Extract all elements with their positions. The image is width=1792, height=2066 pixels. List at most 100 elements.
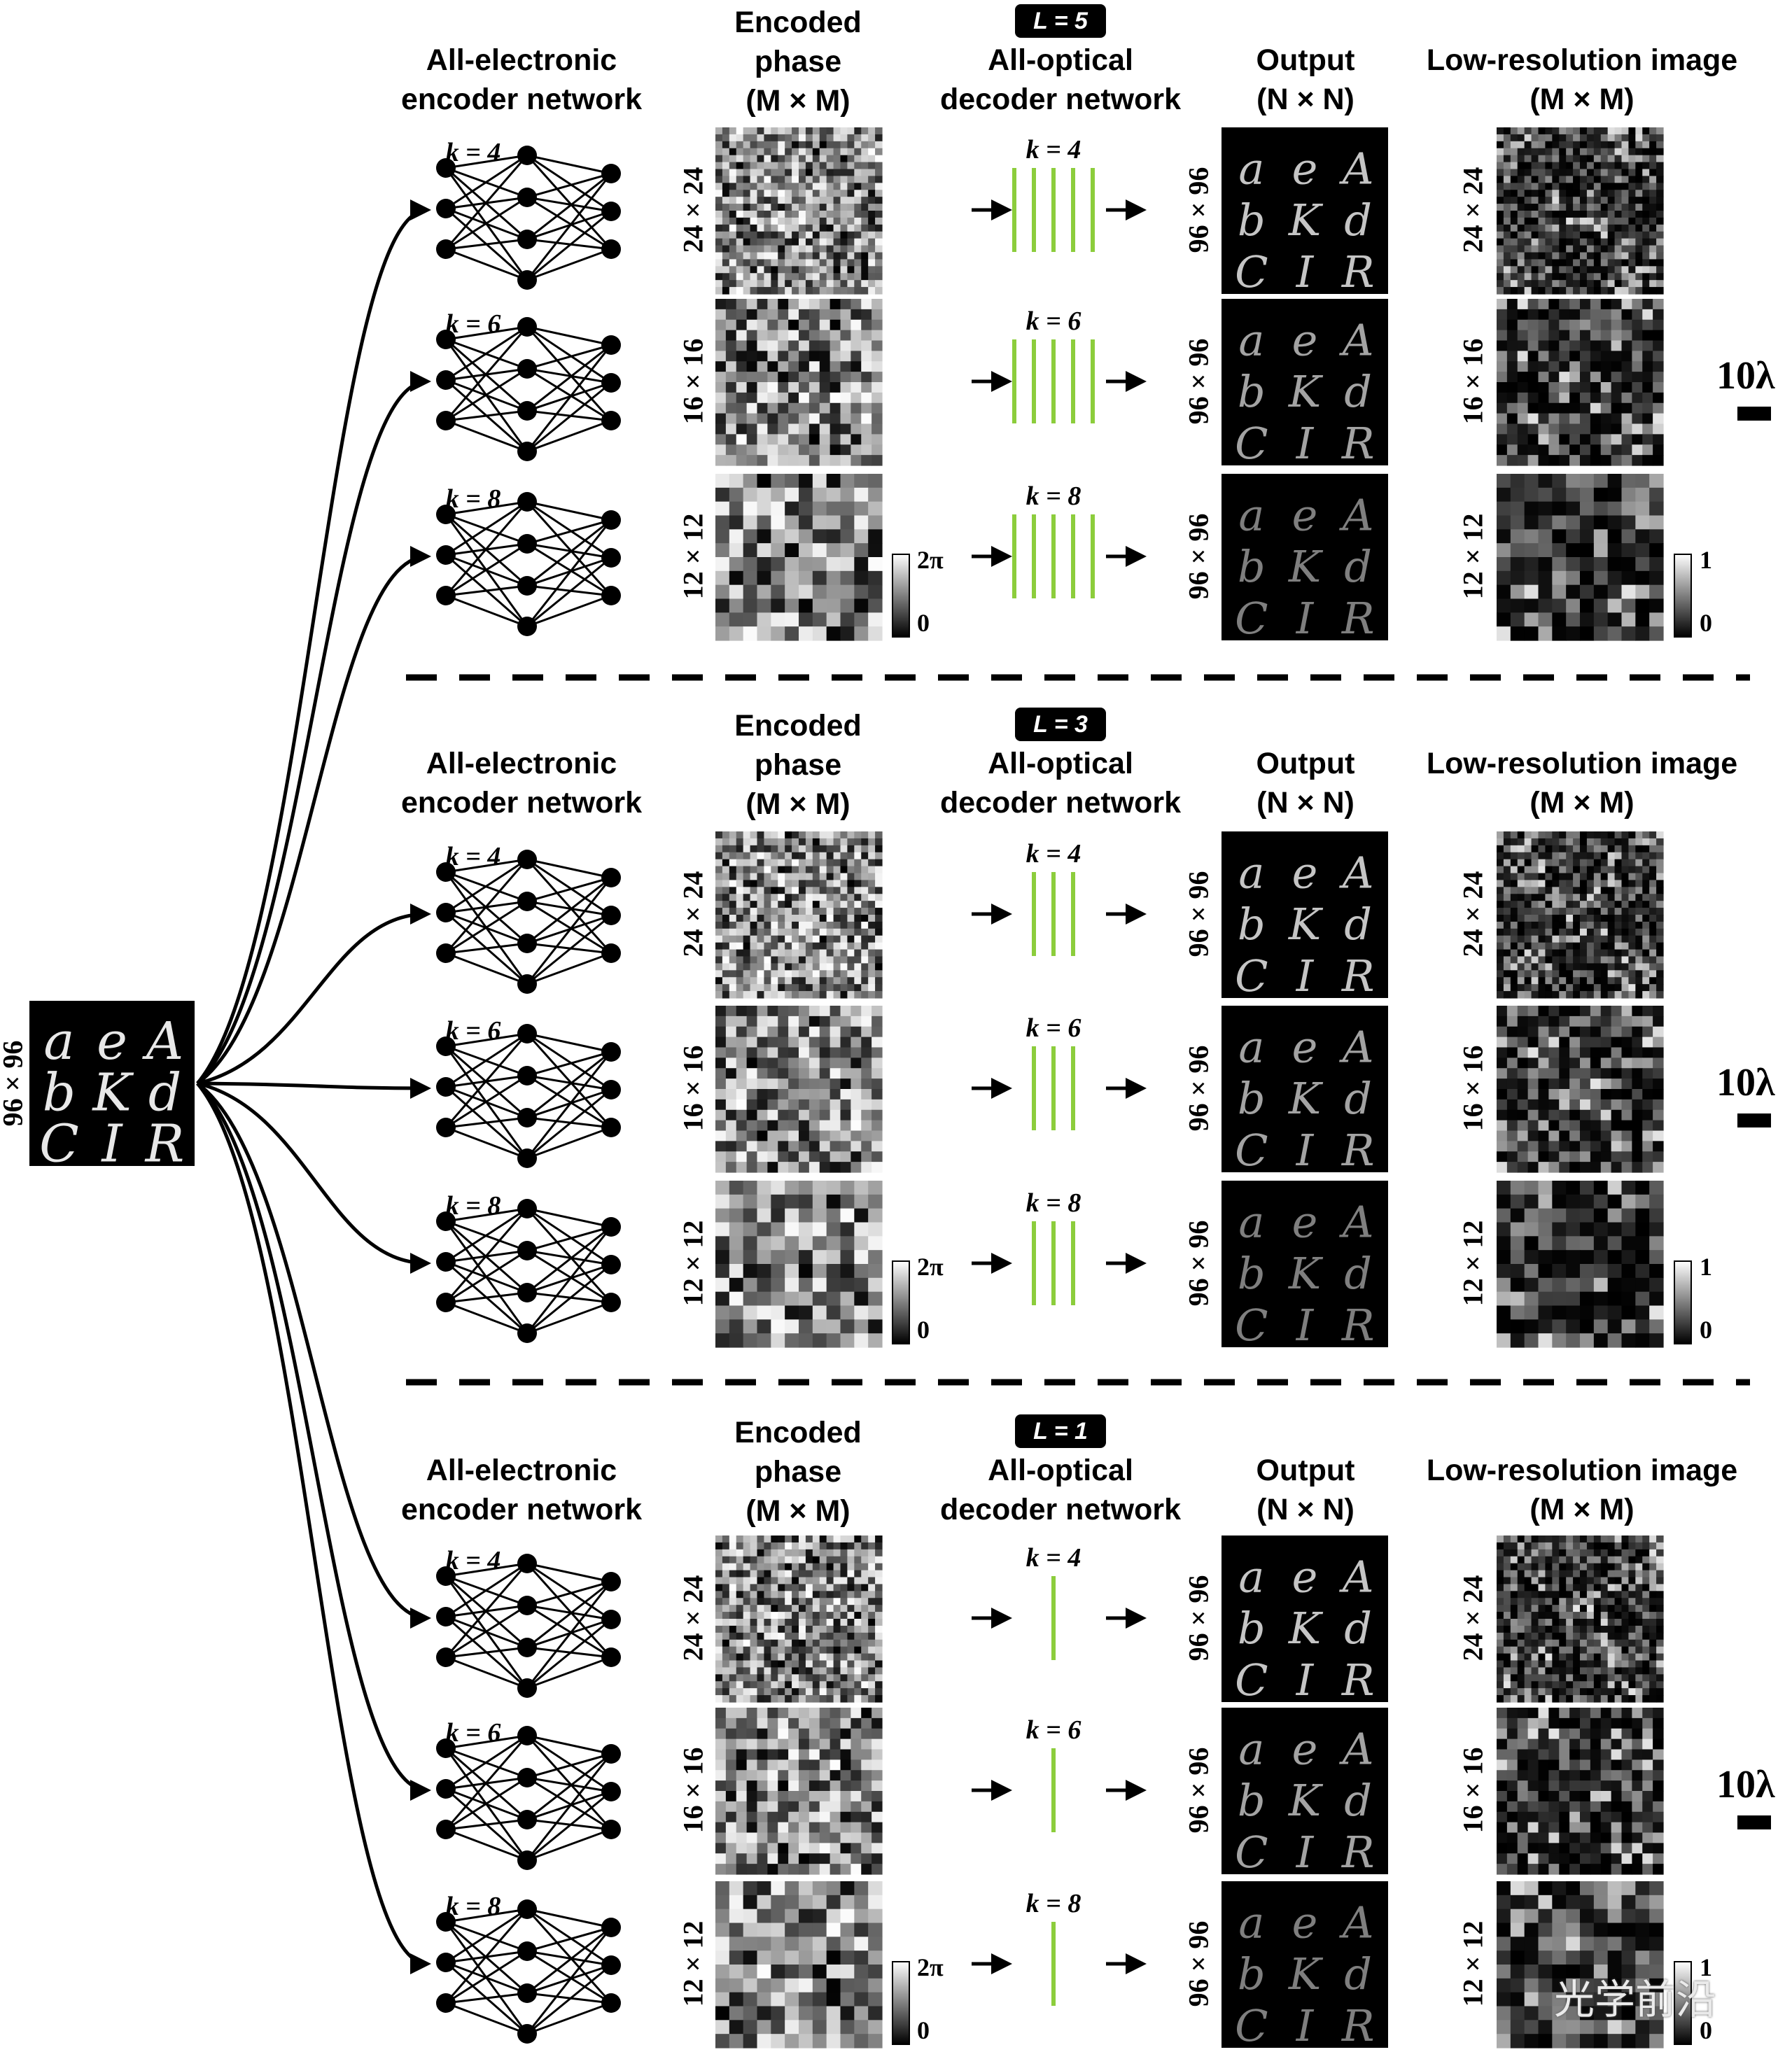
encoder-k-label: k = 6 — [445, 1718, 501, 1748]
phase-colorbar — [892, 1961, 910, 2045]
neuron — [517, 617, 537, 636]
encoder-k-label: k = 6 — [445, 309, 501, 339]
connection — [526, 900, 612, 917]
connection — [445, 154, 528, 169]
glyph: A — [142, 1011, 183, 1071]
decoder-k-label: k = 6 — [1026, 1715, 1082, 1745]
neuron — [601, 1118, 621, 1137]
phase-colorbar-min: 0 — [917, 2016, 930, 2044]
glyph: C — [1235, 246, 1268, 297]
connection — [444, 1563, 528, 1658]
connection — [445, 1126, 528, 1160]
neuron — [601, 510, 621, 530]
connection — [526, 1263, 612, 1335]
connection — [445, 1562, 528, 1577]
glyph: K — [1288, 1603, 1324, 1654]
connection — [444, 155, 528, 250]
glyph: a — [1238, 1196, 1264, 1247]
low-resolution-image — [1497, 1881, 1664, 2049]
connection — [526, 1074, 612, 1129]
encoded-phase-map — [715, 127, 883, 295]
glyph: A — [1339, 143, 1374, 194]
neuron — [436, 1953, 456, 1972]
connection — [445, 1207, 528, 1263]
phase-colorbar — [892, 554, 910, 638]
branch-arrow — [196, 1082, 431, 1801]
connection — [526, 1776, 612, 1831]
connection — [445, 1562, 528, 1618]
glyph: a — [43, 1011, 74, 1071]
neuron — [601, 906, 621, 925]
neuron — [517, 534, 537, 554]
connection — [526, 556, 612, 628]
phase-size-label: 24 × 24 — [677, 871, 709, 957]
glyph: C — [1235, 2000, 1268, 2051]
neuron — [517, 1638, 537, 1657]
connection — [445, 419, 528, 453]
glyph: R — [1341, 418, 1375, 469]
connection — [526, 1088, 612, 1160]
connection — [526, 1032, 612, 1129]
branch-arrow — [196, 371, 431, 1085]
neuron — [601, 1918, 621, 1937]
header-lowres: Low-resolution image (M × M) — [1426, 747, 1738, 820]
encoded-phase-map — [715, 474, 883, 641]
glyph: C — [1235, 950, 1268, 1002]
glyph: K — [1288, 1248, 1324, 1299]
neuron — [601, 1080, 621, 1099]
connection — [526, 1908, 612, 1929]
glyph: d — [1344, 1073, 1372, 1124]
connection — [526, 173, 612, 281]
connection — [526, 1562, 612, 1659]
layer-count-badge: L = 3 — [1015, 708, 1106, 741]
header-encoder: All-electronic encoder network — [400, 1454, 643, 1526]
neuron — [436, 1252, 456, 1272]
connection — [445, 1656, 528, 1689]
connection — [526, 1734, 612, 1831]
connection — [526, 325, 612, 384]
glyph: b — [1238, 366, 1266, 417]
connection — [526, 1752, 612, 1779]
neuron — [517, 270, 537, 290]
glyph: I — [1296, 1827, 1315, 1878]
glyph: I — [1296, 593, 1315, 644]
connection — [445, 1828, 528, 1862]
glyph: I — [1296, 1654, 1315, 1706]
glyph: b — [1238, 1775, 1266, 1826]
glyph: b — [1238, 1603, 1266, 1654]
glyph: R — [1341, 950, 1375, 1002]
glyph: e — [1292, 1723, 1318, 1774]
neuron — [517, 1850, 537, 1870]
glyph: C — [1235, 593, 1268, 644]
encoded-phase-map — [715, 299, 883, 466]
connection — [526, 1604, 612, 1659]
neuron — [436, 1211, 456, 1231]
phase-colorbar-max: 2π — [917, 546, 944, 574]
neuron — [436, 1293, 456, 1312]
connection — [526, 1050, 612, 1119]
glyph: R — [1341, 1125, 1375, 1176]
neuron — [601, 335, 621, 355]
connection — [526, 1950, 612, 1967]
connection — [445, 325, 528, 381]
glyph: b — [1238, 541, 1266, 592]
connection — [526, 519, 612, 545]
neuron — [436, 1738, 456, 1758]
low-resolution-image — [1497, 299, 1664, 466]
connection — [526, 1752, 612, 1821]
connection — [445, 858, 528, 873]
connection — [445, 2002, 528, 2035]
neuron — [517, 401, 537, 421]
glyph: C — [1235, 1300, 1268, 1351]
glyph: b — [1238, 1948, 1266, 2000]
watermark: 光学前沿 — [1554, 1976, 1717, 2023]
neuron — [601, 1572, 621, 1591]
connection — [526, 1032, 612, 1091]
connection — [526, 1992, 612, 2004]
neuron — [601, 1255, 621, 1274]
encoder-network — [436, 1024, 621, 1168]
